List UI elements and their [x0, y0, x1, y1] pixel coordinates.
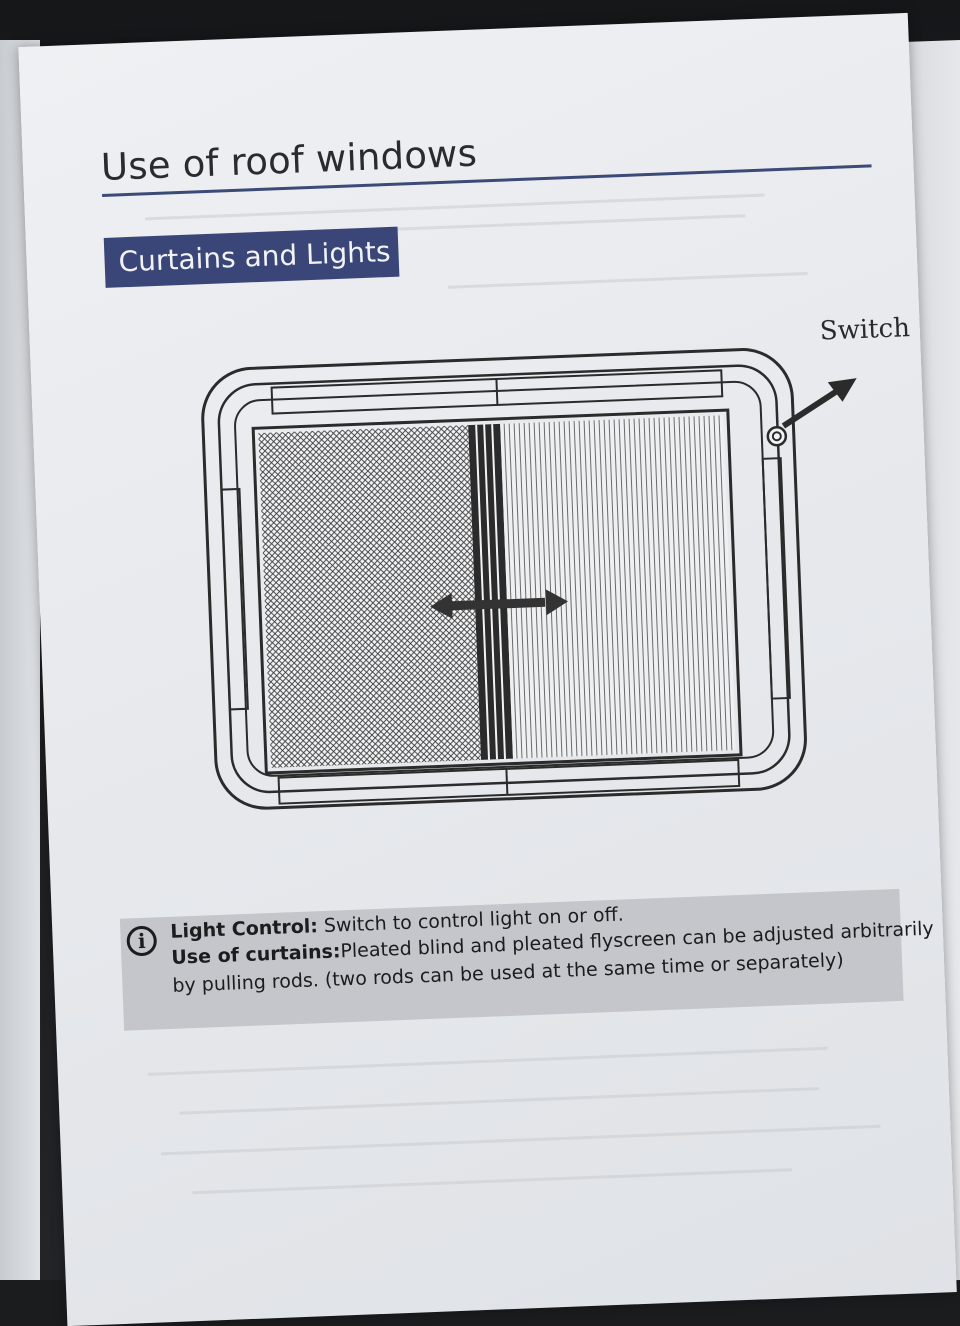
info-icon: i — [126, 925, 158, 957]
outer-frame — [201, 348, 807, 810]
slide-arrow — [449, 597, 546, 611]
bleed-through-line — [147, 1046, 828, 1076]
section-heading: Curtains and Lights — [103, 226, 400, 288]
pleated-blind — [500, 415, 736, 759]
curtain-area — [251, 408, 743, 775]
light-switch — [766, 426, 788, 447]
bleed-through-line — [192, 1168, 793, 1195]
bottom-rail — [277, 758, 741, 805]
light-control-label: Light Control: — [169, 915, 319, 943]
right-rail — [761, 457, 791, 700]
flyscreen-mesh — [258, 425, 482, 768]
bleed-through-line — [447, 271, 808, 289]
roof-window-diagram — [201, 348, 857, 810]
left-rail — [220, 487, 249, 711]
manual-page: Use of roof windows Curtains and Lights — [18, 12, 957, 1326]
switch-callout-label: Switch — [819, 313, 911, 347]
bleed-through-line — [179, 1087, 819, 1115]
page-title: Use of roof windows — [100, 131, 478, 189]
info-note-box: i Light Control: Switch to control light… — [119, 888, 934, 1031]
switch-pointer-arrow — [781, 385, 844, 429]
curtains-label: Use of curtains: — [170, 940, 341, 969]
bleed-through-line — [160, 1124, 881, 1156]
